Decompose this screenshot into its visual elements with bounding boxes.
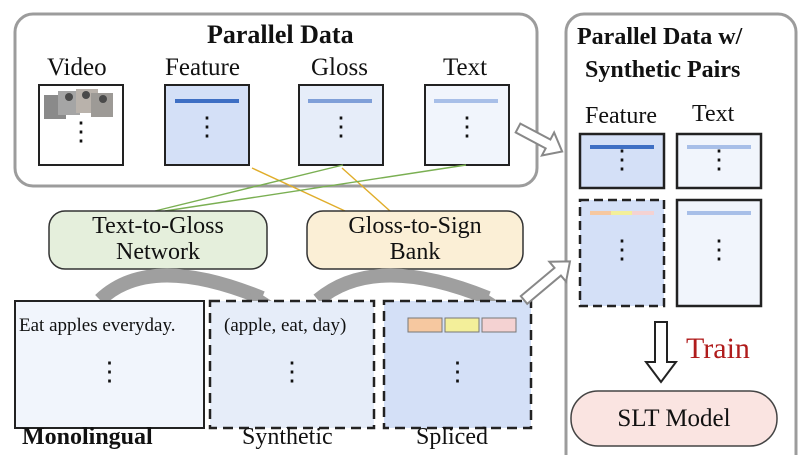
synthetic-pairs-frame <box>564 12 798 455</box>
label-text: Text <box>443 54 488 81</box>
panel-feature-dots-wrap: ⋮ <box>580 145 664 182</box>
panel-synthetic-text-dots: ⋮ <box>706 235 732 264</box>
line-feature-to-t2g <box>154 164 344 212</box>
slt-model-label: SLT Model <box>617 405 731 432</box>
monolingual-label: Monolingual <box>22 424 153 450</box>
text-dots: ⋮ <box>454 112 480 141</box>
panel-spliced-card <box>578 198 666 308</box>
text-to-gloss-label: Text-to-Gloss Network <box>49 213 267 267</box>
arrow-bottom-to-panel <box>519 260 572 306</box>
synthetic-dots: ⋮ <box>279 357 305 386</box>
segment-pink <box>481 317 517 333</box>
arrow-top-to-panel <box>514 122 564 157</box>
text-to-gloss-line2: Network <box>116 239 200 265</box>
curve-arrow-left <box>95 268 265 306</box>
panel-label-text: Text <box>692 101 735 127</box>
line-gloss-to-g2s <box>251 167 346 212</box>
feature-dots: ⋮ <box>194 112 220 141</box>
curve-arrow-right <box>313 268 491 306</box>
panel-spliced-seg-2 <box>611 211 632 215</box>
synthetic-label: Synthetic <box>242 424 333 450</box>
panel-synthetic-text-dots-wrap: ⋮ <box>677 235 761 280</box>
panel-text-dots-wrap: ⋮ <box>677 145 761 182</box>
slt-model-box <box>570 390 778 447</box>
gloss-to-sign-box <box>306 210 524 270</box>
panel-feature-dots: ⋮ <box>609 145 635 174</box>
panel-synthetic-text-card <box>675 198 763 308</box>
gloss-bar <box>308 99 372 103</box>
synthetic-gloss-text: (apple, eat, day) <box>224 315 347 336</box>
panel-spliced-dots: ⋮ <box>609 235 635 264</box>
panel-spliced-seg-3 <box>632 211 654 215</box>
text-to-gloss-line1: Text-to-Gloss <box>92 213 224 239</box>
synthetic-panel-title-line1: Parallel Data w/ <box>577 24 743 50</box>
parallel-data-frame <box>13 12 539 188</box>
spliced-label: Spliced <box>416 424 488 450</box>
video-dots: ⋮ <box>68 117 94 146</box>
gloss-to-sign-line1: Gloss-to-Sign <box>348 213 482 239</box>
label-feature: Feature <box>165 54 240 81</box>
monolingual-dots: ⋮ <box>96 357 123 386</box>
text-dots-wrap: ⋮ <box>425 112 509 155</box>
text-card <box>424 84 510 166</box>
panel-text-dots: ⋮ <box>706 145 732 174</box>
monolingual-box <box>14 300 205 429</box>
slt-model-label-wrap: SLT Model <box>571 391 777 446</box>
text-bar <box>434 99 498 103</box>
segment-yellow <box>444 317 480 333</box>
panel-feature-bar <box>590 145 654 149</box>
panel-text-card <box>675 132 763 190</box>
feature-bar <box>175 99 239 103</box>
gloss-dots-wrap: ⋮ <box>299 112 383 155</box>
segment-orange <box>407 317 443 333</box>
monolingual-dots-wrap: ⋮ <box>15 357 204 400</box>
panel-label-feature: Feature <box>585 103 657 129</box>
video-dots-wrap: ⋮ <box>39 117 123 160</box>
panel-spliced-seg-1 <box>590 211 611 215</box>
gloss-to-sign-line2: Bank <box>389 239 441 265</box>
gloss-card <box>298 84 384 166</box>
spliced-dots: ⋮ <box>444 357 471 386</box>
line-gloss-down-to-t2g <box>341 167 391 212</box>
panel-spliced-dots-wrap: ⋮ <box>580 235 664 280</box>
gloss-dots: ⋮ <box>328 112 354 141</box>
video-thumbnails <box>44 89 113 119</box>
monolingual-sentence: Eat apples everyday. <box>19 315 176 336</box>
panel-text-bar <box>687 145 751 149</box>
label-video: Video <box>47 54 107 81</box>
panel-feature-card <box>578 132 666 190</box>
train-label: Train <box>686 332 750 365</box>
gloss-to-sign-label: Gloss-to-Sign Bank <box>307 213 523 267</box>
feature-dots-wrap: ⋮ <box>165 112 249 155</box>
train-arrow <box>644 321 678 384</box>
label-gloss: Gloss <box>311 54 368 81</box>
spliced-dots-wrap: ⋮ <box>384 357 531 400</box>
panel-synthetic-text-bar <box>687 211 751 215</box>
parallel-data-title: Parallel Data <box>207 20 354 49</box>
synthetic-dots-wrap: ⋮ <box>210 357 374 400</box>
line-text-to-t2g <box>164 164 467 212</box>
synthetic-box <box>208 299 376 430</box>
feature-card <box>164 84 250 166</box>
synthetic-panel-title-line2: Synthetic Pairs <box>585 57 741 83</box>
